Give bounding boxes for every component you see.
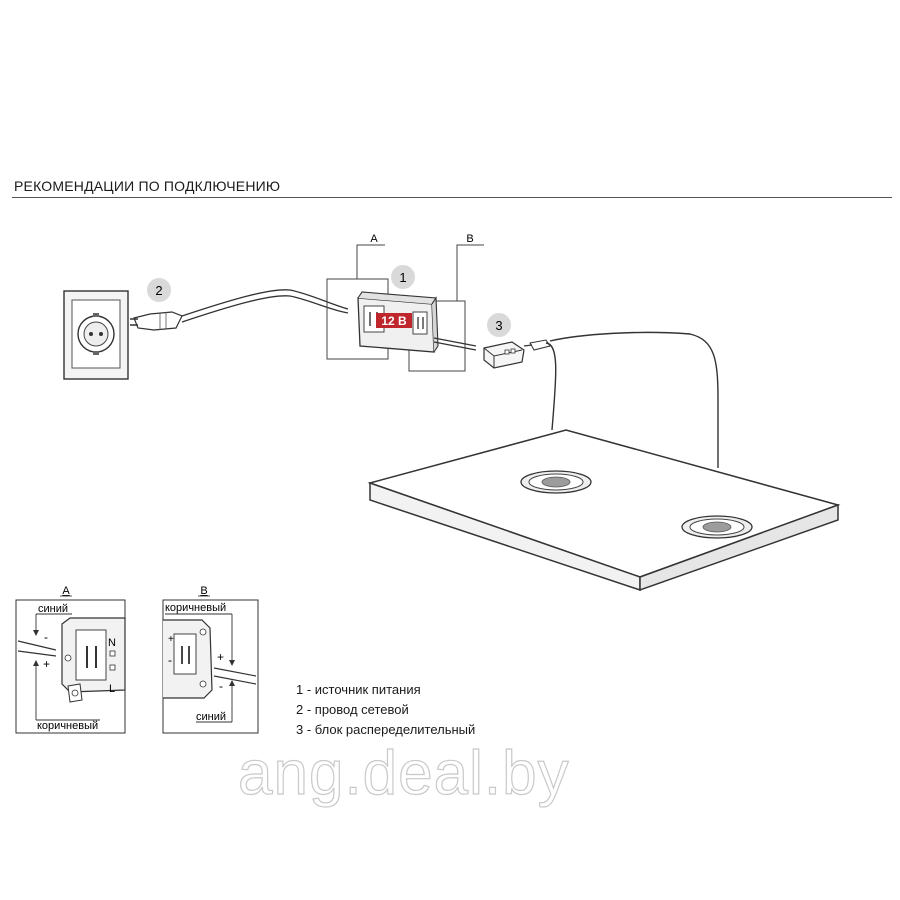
detail-a-minus: - xyxy=(44,630,48,644)
distribution-block-icon xyxy=(483,339,551,369)
callout-3-circle xyxy=(487,313,511,337)
page-title: РЕКОМЕНДАЦИИ ПО ПОДКЛЮЧЕНИЮ xyxy=(14,178,281,194)
detail-b: В + - коричневый синий + - xyxy=(162,585,259,734)
detail-b-plus: + xyxy=(217,650,224,664)
lamp-wire-1 xyxy=(545,342,557,431)
detail-a-blue-label: синий xyxy=(38,603,68,615)
watermark: ang.deal.by xyxy=(237,738,570,808)
cabinet-panel-icon xyxy=(367,429,841,592)
detail-b-blue-label: синий xyxy=(196,711,226,723)
detail-b-minus: - xyxy=(219,679,223,693)
spot-lamp-icon xyxy=(520,470,592,494)
detail-a: А синий коричневый - + N L xyxy=(15,585,126,734)
callout-1-circle xyxy=(391,265,415,289)
detail-a-plus: + xyxy=(43,657,50,671)
detail-b-minus-terminal: - xyxy=(168,653,172,667)
callout-2-circle xyxy=(147,278,171,302)
detail-a-brown-label: коричневый xyxy=(37,720,98,732)
detail-b-title: В xyxy=(200,585,207,597)
wall-socket-icon xyxy=(63,290,129,380)
legend-item-3: 3 - блок распеределительный xyxy=(296,722,476,737)
callout-1-label: 1 xyxy=(399,270,406,285)
detail-a-title: А xyxy=(62,585,70,597)
detail-a-terminal-n: N xyxy=(108,637,116,649)
marker-b-label: B xyxy=(466,233,473,245)
marker-a-label: A xyxy=(370,233,378,245)
detail-a-terminal-l: L xyxy=(109,683,115,695)
legend-item-2: 2 - провод сетевой xyxy=(296,702,409,717)
voltage-label: 12 В xyxy=(381,314,407,328)
legend-item-1: 1 - источник питания xyxy=(296,682,421,697)
callout-3-label: 3 xyxy=(495,318,502,333)
callout-2-label: 2 xyxy=(155,283,162,298)
title-underline xyxy=(12,197,892,198)
detail-b-plus-terminal: + xyxy=(168,634,174,645)
spot-lamp-icon xyxy=(681,515,753,539)
mains-cable-icon xyxy=(130,289,349,331)
detail-b-brown-label: коричневый xyxy=(165,602,226,614)
legend: 1 - источник питания 2 - провод сетевой … xyxy=(296,680,475,740)
lamp-wire-2 xyxy=(549,331,719,468)
voltage-badge xyxy=(376,313,412,328)
